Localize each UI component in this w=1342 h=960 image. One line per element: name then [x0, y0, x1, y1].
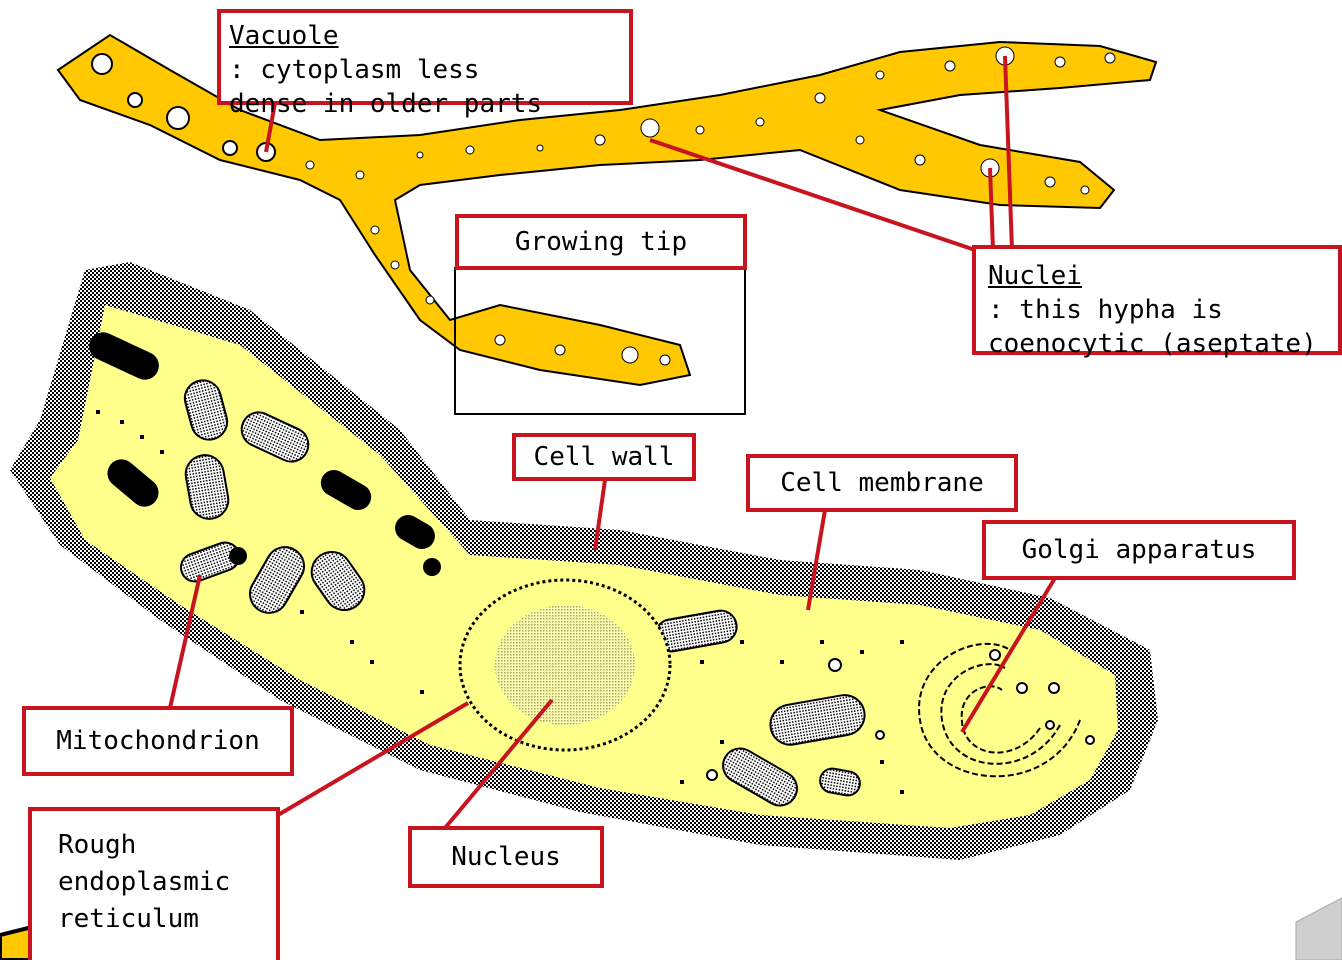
vacuole-text-2: dense in older parts	[229, 87, 621, 121]
nuclei-text: : this hypha is	[988, 293, 1326, 327]
nucleus-label: Nucleus	[408, 826, 604, 888]
mitochondrion-label: Mitochondrion	[22, 706, 294, 776]
mitochondrion-text: Mitochondrion	[56, 724, 260, 758]
vacuole-term: Vacuole	[229, 19, 621, 53]
nucleus-text: Nucleus	[451, 840, 561, 874]
cell-wall-text: Cell wall	[534, 440, 675, 474]
growing-tip-text: Growing tip	[515, 225, 687, 259]
nuclei-term: Nuclei	[988, 259, 1326, 293]
rer-line-3: reticulum	[58, 901, 250, 938]
vacuole-label: Vacuole: cytoplasm less dense in older p…	[217, 9, 633, 105]
golgi-text: Golgi apparatus	[1022, 533, 1257, 567]
vacuole-text: : cytoplasm less	[229, 53, 621, 87]
cell-membrane-label: Cell membrane	[746, 454, 1018, 512]
growing-tip-label: Growing tip	[455, 214, 747, 270]
rer-line-2: endoplasmic	[58, 864, 250, 901]
nuclei-text-2: coenocytic (aseptate)	[988, 327, 1326, 361]
rer-line-1: Rough	[58, 827, 250, 864]
cell-wall-label: Cell wall	[512, 433, 696, 481]
cell-membrane-text: Cell membrane	[780, 466, 984, 500]
rer-label: Rough endoplasmic reticulum	[28, 807, 280, 960]
nuclei-label: Nuclei: this hypha is coenocytic (asepta…	[972, 245, 1342, 355]
speaker-icon	[1296, 898, 1342, 960]
nucleus-shape	[460, 580, 670, 750]
golgi-label: Golgi apparatus	[982, 520, 1296, 580]
